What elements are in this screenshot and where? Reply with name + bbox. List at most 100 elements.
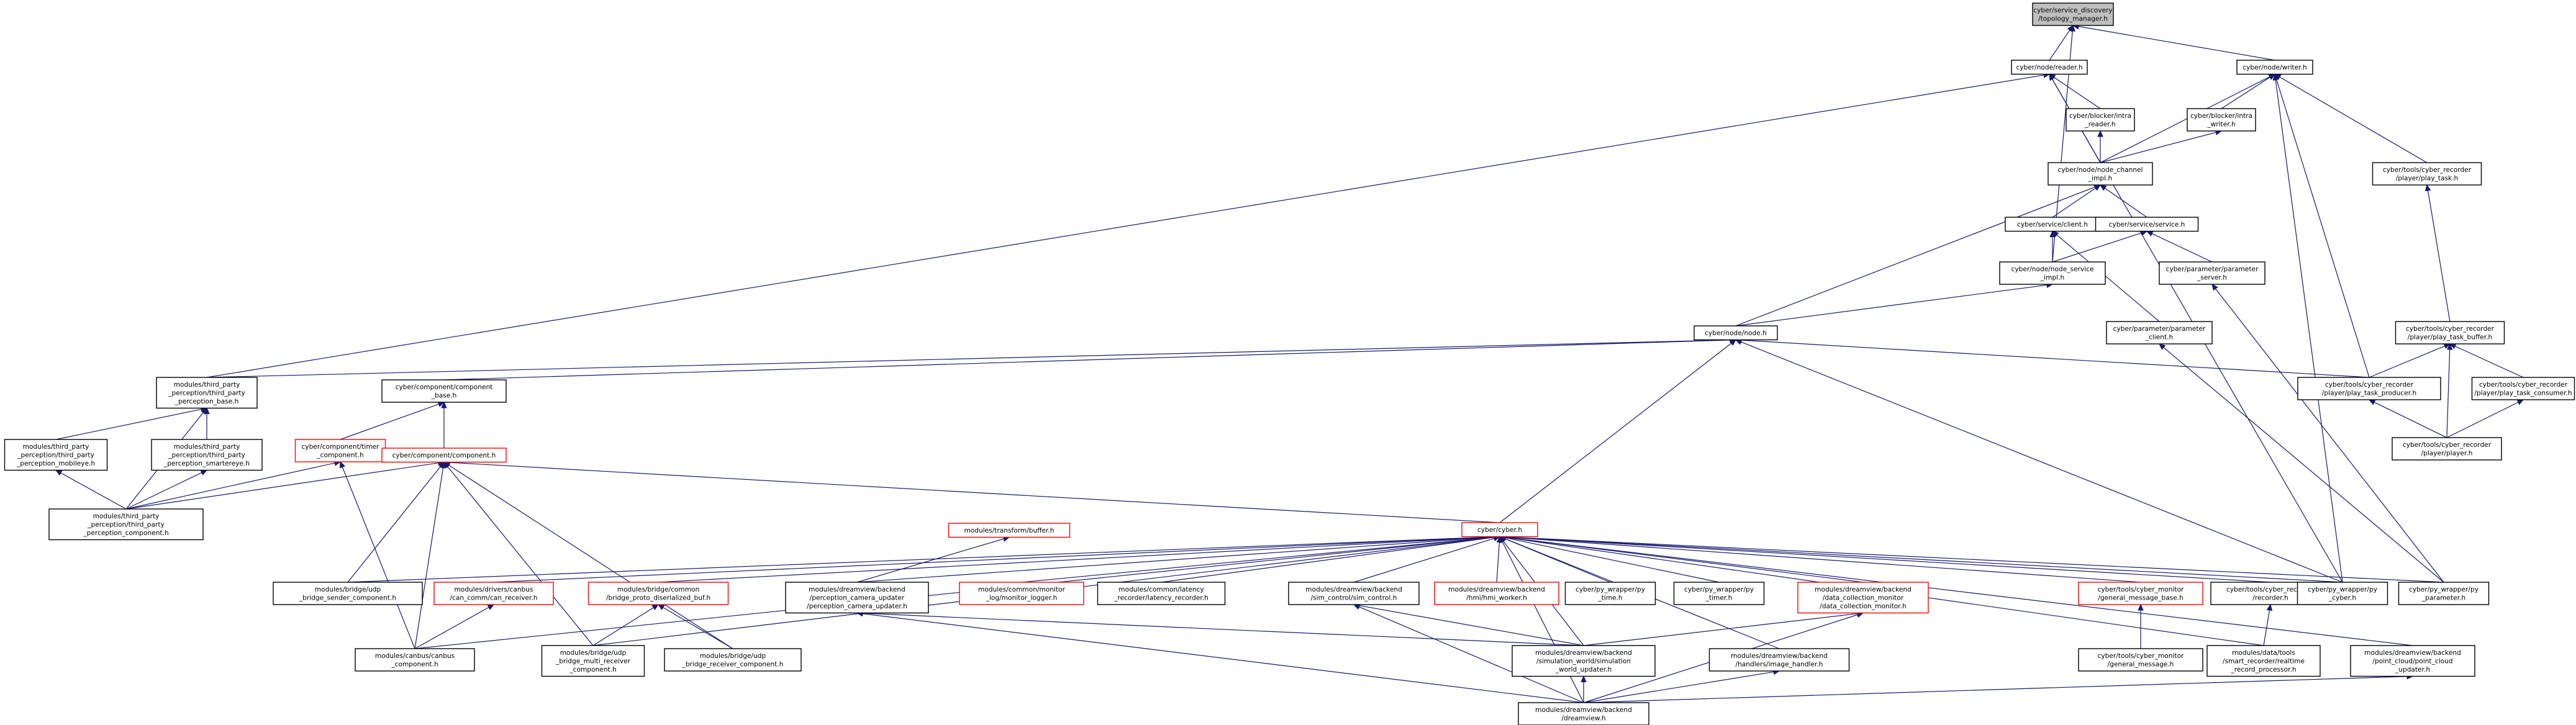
node-timer-component[interactable]: cyber/component/timer_component.h — [294, 439, 386, 462]
node-label-line: modules/common/monitor — [978, 586, 1066, 593]
node-transform-buffer[interactable]: modules/transform/buffer.h — [948, 523, 1071, 538]
node-reader[interactable]: cyber/node/reader.h — [2011, 60, 2088, 75]
node-label-line: _recorder/latency_recorder.h — [1113, 595, 1209, 602]
edge-node-to-node-service-impl — [1735, 282, 2054, 326]
node-box — [2350, 645, 2475, 677]
edge-play-task-to-writer — [2274, 73, 2428, 163]
node-label-line: modules/third_party — [174, 443, 240, 451]
node-box — [1461, 522, 1538, 538]
node-parameter-server[interactable]: cyber/parameter/parameter_server.h — [2159, 261, 2265, 285]
node-box — [2297, 582, 2388, 605]
node-box — [2048, 162, 2153, 186]
node-label-line: _updater.h — [2395, 666, 2430, 673]
node-component-base[interactable]: cyber/component/component_base.h — [381, 379, 507, 403]
node-hmi-worker[interactable]: modules/dreamview/backend/hmi/hmi_worker… — [1434, 582, 1559, 605]
node-image-handler[interactable]: modules/dreamview/backend/handlers/image… — [1708, 648, 1850, 672]
node-client[interactable]: cyber/service/client.h — [2005, 217, 2100, 232]
node-perception-camera-updater[interactable]: modules/dreamview/backend/perception_cam… — [785, 582, 929, 614]
edge-line — [2105, 187, 2147, 218]
node-parameter-client[interactable]: cyber/parameter/parameter_client.h — [2106, 321, 2213, 344]
node-node-service-impl[interactable]: cyber/node/node_service_impl.h — [1999, 261, 2106, 285]
node-box — [785, 582, 929, 614]
node-play-task-producer[interactable]: cyber/tools/cyber_recorder/player/play_t… — [2297, 377, 2441, 400]
node-label-line: _perception_base.h — [175, 398, 239, 405]
node-label-line: cyber/node/node_channel — [2058, 166, 2143, 174]
edge-line — [862, 613, 1584, 646]
node-monitor-logger[interactable]: modules/common/monitor_log/monitor_logge… — [959, 582, 1084, 605]
node-writer[interactable]: cyber/node/writer.h — [2236, 60, 2313, 75]
edge-cyber-h-to-component — [443, 459, 1500, 523]
node-udp-bridge-sender[interactable]: modules/bridge/udp_bridge_sender_compone… — [273, 582, 423, 605]
node-node[interactable]: cyber/node/node.h — [1694, 325, 1778, 341]
node-sim-control[interactable]: modules/dreamview/backend/sim_control/si… — [1288, 582, 1420, 605]
node-play-task[interactable]: cyber/tools/cyber_recorder/player/play_t… — [2372, 162, 2482, 186]
node-label-line: cyber/blocker/intra — [2190, 112, 2252, 120]
node-udp-bridge-multi-receiver[interactable]: modules/bridge/udp_bridge_multi_receiver… — [541, 645, 645, 677]
node-tp-perception-base[interactable]: modules/third_party_perception/third_par… — [156, 377, 258, 409]
edge-line — [1583, 676, 2408, 703]
node-service[interactable]: cyber/service/service.h — [2095, 217, 2199, 232]
node-tp-mobileye[interactable]: modules/third_party_perception/third_par… — [4, 439, 108, 471]
node-latency-recorder[interactable]: modules/common/latency_recorder/latency_… — [1097, 582, 1226, 605]
node-label-line: /player/player.h — [2421, 450, 2473, 457]
node-label-line: modules/dreamview/backend — [2364, 649, 2461, 657]
node-label-line: cyber/cyber.h — [1477, 526, 1522, 534]
node-py-time[interactable]: cyber/py_wrapper/py_time.h — [1564, 582, 1656, 605]
edge-line — [1505, 536, 2444, 583]
node-smart-recorder[interactable]: modules/data/tools/smart_recorder/realti… — [2206, 645, 2321, 677]
node-box — [1564, 582, 1656, 605]
edge-timer-component-to-component-base — [340, 401, 445, 440]
edge-line — [414, 467, 444, 649]
node-label-line: /player/play_task_consumer.h — [2474, 390, 2572, 397]
edge-line — [2056, 234, 2160, 322]
node-py-cyber[interactable]: cyber/py_wrapper/py_cyber.h — [2297, 582, 2388, 605]
node-box — [1434, 582, 1559, 605]
edge-smart-recorder-to-recorder — [2263, 603, 2273, 646]
node-root[interactable]: cyber/service_discovery/topology_manager… — [2032, 2, 2114, 26]
node-box — [1708, 648, 1850, 672]
edge-arrowhead — [657, 604, 665, 610]
edge-line — [1502, 541, 1584, 703]
node-cyber-h[interactable]: cyber/cyber.h — [1461, 522, 1538, 538]
node-point-cloud-updater[interactable]: modules/dreamview/backend/point_cloud/po… — [2350, 645, 2475, 677]
edge-line — [856, 538, 1004, 583]
edge-udp-bridge-multi-receiver-to-bridge-proto-buf — [592, 604, 660, 646]
node-label-line: /handlers/image_handler.h — [1736, 661, 1823, 669]
node-general-message-base[interactable]: cyber/tools/cyber_monitor/general_messag… — [2078, 582, 2203, 605]
edge-player-to-play-task-buffer — [2446, 343, 2453, 438]
edge-line — [125, 462, 439, 510]
edge-line — [2100, 76, 2270, 163]
node-py-timer[interactable]: cyber/py_wrapper/py_timer.h — [1673, 582, 1765, 605]
edge-arrowhead — [2272, 73, 2279, 81]
node-py-parameter[interactable]: cyber/py_wrapper/py_parameter.h — [2398, 582, 2490, 605]
node-play-task-consumer[interactable]: cyber/tools/cyber_recorder/player/play_t… — [2471, 377, 2575, 400]
node-tp-perception-component[interactable]: modules/third_party_perception/third_par… — [48, 508, 204, 541]
node-label-line: cyber/tools/cyber_recorder — [2403, 441, 2492, 449]
edge-line — [347, 536, 1495, 583]
node-label-line: cyber/py_wrapper/py — [2409, 586, 2478, 593]
node-tp-smartereye[interactable]: modules/third_party_perception/third_par… — [151, 439, 263, 471]
node-intra-reader[interactable]: cyber/blocker/intra_reader.h — [2066, 108, 2135, 132]
node-udp-bridge-receiver[interactable]: modules/bridge/udp_bridge_receiver_compo… — [664, 648, 802, 672]
node-component[interactable]: cyber/component/component.h — [381, 448, 507, 463]
node-label-line: _component.h — [569, 666, 616, 673]
edge-parameter-client-to-client — [2052, 230, 2160, 322]
edge-udp-bridge-receiver-to-bridge-proto-buf — [657, 604, 733, 649]
node-intra-writer[interactable]: cyber/blocker/intra_writer.h — [2187, 108, 2256, 132]
node-simulation-world-updater[interactable]: modules/dreamview/backend/simulation_wor… — [1512, 645, 1656, 677]
node-bridge-proto-buf[interactable]: modules/bridge/common/bridge_proto_diser… — [587, 582, 729, 605]
node-label-line: /hmi/hmi_worker.h — [1466, 595, 1527, 602]
node-label-line: _bridge_sender_component.h — [299, 595, 396, 602]
node-dreamview[interactable]: modules/dreamview/backend/dreamview.h — [1518, 702, 1649, 725]
node-node-channel-impl[interactable]: cyber/node/node_channel_impl.h — [2048, 162, 2153, 186]
node-general-message[interactable]: cyber/tools/cyber_monitor/general_messag… — [2078, 648, 2203, 672]
node-player[interactable]: cyber/tools/cyber_recorder/player/player… — [2392, 437, 2502, 461]
node-play-task-buffer[interactable]: cyber/tools/cyber_recorder/player/play_t… — [2395, 321, 2505, 344]
node-canbus-component[interactable]: modules/canbus/canbus_component.h — [355, 648, 475, 672]
node-label-line: cyber/tools/cyber_recorder — [2406, 325, 2495, 333]
node-data-collection-monitor[interactable]: modules/dreamview/backend/data_collectio… — [1797, 582, 1929, 614]
node-label-line: modules/dreamview/backend — [1535, 649, 1632, 657]
edge-line — [447, 466, 594, 646]
node-can-receiver[interactable]: modules/drivers/canbus/can_comm/can_rece… — [433, 582, 554, 605]
edge-player-to-play-task-producer — [2368, 399, 2447, 438]
